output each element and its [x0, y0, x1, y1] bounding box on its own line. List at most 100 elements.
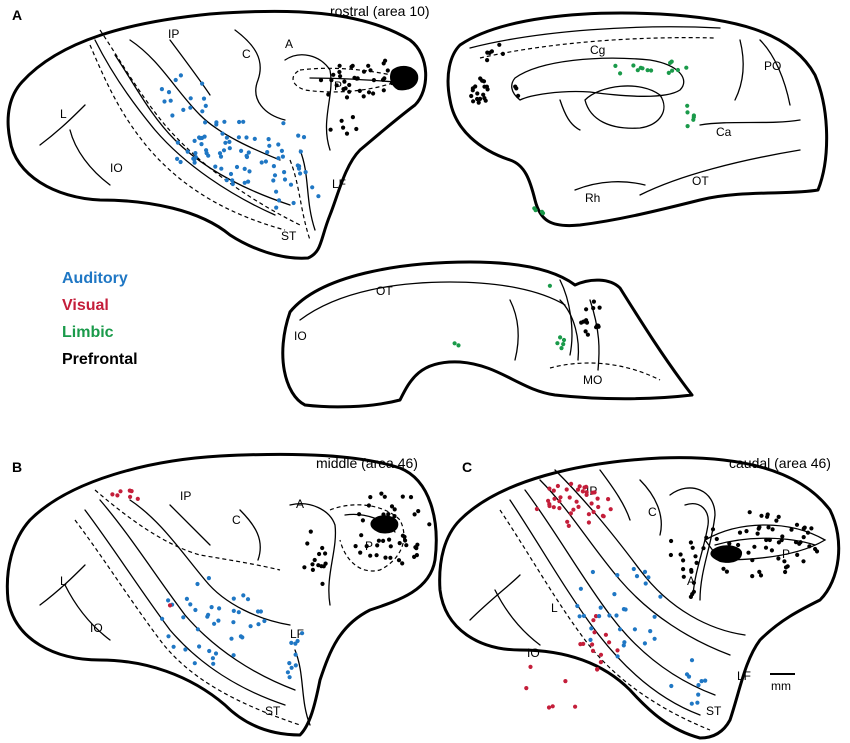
prefrontal-neuron-dot — [591, 306, 596, 311]
panel-letter-a: A — [12, 7, 22, 23]
prefrontal-neuron-dot — [485, 50, 490, 55]
prefrontal-neuron-dot — [381, 512, 386, 517]
panel-a-ventral-dots — [452, 283, 602, 351]
label-cg: Cg — [590, 43, 605, 57]
prefrontal-neuron-dot — [347, 82, 352, 88]
prefrontal-neuron-dot — [389, 504, 395, 509]
prefrontal-neuron-dot — [385, 68, 390, 73]
auditory-neuron-dot — [220, 131, 225, 136]
auditory-neuron-dot — [240, 635, 245, 640]
auditory-neuron-dot — [631, 566, 636, 572]
auditory-neuron-dot — [197, 135, 202, 140]
limbic-neuron-dot — [539, 209, 545, 214]
label-ot-ventral: OT — [376, 284, 393, 298]
auditory-neuron-dot — [230, 178, 235, 183]
limbic-neuron-dot — [685, 103, 690, 108]
prefrontal-neuron-dot — [669, 538, 674, 544]
visual-neuron-dot — [547, 486, 552, 491]
panel-a-ventral-brain — [281, 260, 694, 409]
prefrontal-neuron-dot — [721, 566, 726, 571]
prefrontal-neuron-dot — [776, 514, 781, 520]
auditory-neuron-dot — [301, 135, 307, 140]
label-b-ip: IP — [180, 489, 191, 503]
prefrontal-neuron-dot — [579, 320, 584, 325]
prefrontal-neuron-dot — [360, 518, 365, 523]
prefrontal-neuron-dot — [412, 554, 417, 560]
auditory-neuron-dot — [699, 679, 704, 684]
prefrontal-neuron-dot — [328, 127, 333, 132]
auditory-neuron-dot — [652, 614, 657, 619]
prefrontal-neuron-dot — [368, 68, 373, 73]
visual-neuron-dot — [593, 614, 599, 619]
auditory-neuron-dot — [204, 151, 209, 156]
auditory-neuron-dot — [642, 641, 648, 646]
prefrontal-neuron-dot — [758, 573, 764, 578]
visual-neuron-dot — [584, 490, 589, 495]
prefrontal-neuron-dot — [691, 580, 697, 585]
auditory-neuron-dot — [213, 651, 219, 656]
auditory-neuron-dot — [219, 166, 224, 171]
prefrontal-neuron-dot — [744, 529, 749, 534]
auditory-neuron-dot — [607, 613, 612, 618]
limbic-neuron-dot — [532, 206, 537, 211]
prefrontal-neuron-dot — [681, 558, 686, 563]
visual-neuron-dot — [573, 704, 578, 709]
auditory-neuron-dot — [188, 602, 193, 607]
prefrontal-neuron-dot — [381, 538, 386, 544]
legend-auditory: Auditory — [62, 270, 128, 287]
auditory-neuron-dot — [223, 140, 228, 145]
auditory-neuron-dot — [217, 151, 223, 156]
prefrontal-neuron-dot — [344, 95, 350, 100]
visual-neuron-dot — [577, 484, 582, 489]
auditory-neuron-dot — [217, 606, 222, 611]
prefrontal-neuron-dot — [386, 511, 391, 517]
auditory-neuron-dot — [234, 164, 240, 170]
prefrontal-neuron-dot — [338, 74, 343, 79]
label-po: PO — [764, 59, 781, 73]
auditory-neuron-dot — [181, 615, 186, 620]
visual-neuron-dot — [598, 660, 604, 665]
auditory-neuron-dot — [289, 640, 294, 646]
prefrontal-neuron-dot — [470, 88, 475, 93]
scale-bar-label: mm — [771, 679, 791, 693]
limbic-neuron-dot — [649, 68, 654, 73]
prefrontal-neuron-dot — [597, 305, 602, 310]
auditory-neuron-dot — [201, 96, 207, 101]
auditory-neuron-dot — [589, 626, 594, 631]
auditory-neuron-dot — [166, 634, 171, 639]
prefrontal-neuron-dot — [755, 531, 760, 536]
visual-neuron-dot — [551, 505, 556, 510]
prefrontal-neuron-dot — [801, 559, 806, 564]
label-c-p: P — [782, 547, 790, 561]
auditory-neuron-dot — [622, 640, 627, 645]
prefrontal-neuron-dot — [339, 118, 344, 123]
prefrontal-neuron-dot — [584, 320, 590, 325]
auditory-neuron-dot — [241, 593, 246, 598]
prefrontal-neuron-dot — [383, 555, 388, 560]
auditory-neuron-dot — [175, 140, 180, 145]
visual-neuron-dot — [129, 489, 134, 494]
visual-neuron-dot — [615, 648, 620, 653]
auditory-neuron-dot — [197, 644, 202, 649]
auditory-neuron-dot — [239, 148, 244, 153]
visual-neuron-dot — [565, 519, 570, 524]
prefrontal-neuron-dot — [329, 78, 334, 83]
prefrontal-neuron-dot — [305, 541, 310, 546]
label-b-lf: LF — [290, 627, 304, 641]
auditory-neuron-dot — [210, 656, 215, 661]
visual-neuron-dot — [566, 523, 571, 529]
auditory-neuron-dot — [170, 113, 175, 118]
prefrontal-neuron-dot — [759, 513, 764, 518]
auditory-neuron-dot — [184, 596, 189, 602]
auditory-neuron-dot — [222, 119, 227, 124]
visual-neuron-dot — [582, 485, 587, 490]
auditory-neuron-dot — [200, 81, 205, 86]
visual-neuron-dot — [557, 506, 562, 511]
auditory-neuron-dot — [218, 154, 224, 159]
panel-a-lateral-brain — [6, 9, 428, 260]
limbic-neuron-dot — [635, 68, 640, 73]
prefrontal-neuron-dot — [403, 538, 408, 543]
auditory-neuron-dot — [282, 170, 287, 175]
limbic-neuron-dot — [561, 337, 567, 343]
